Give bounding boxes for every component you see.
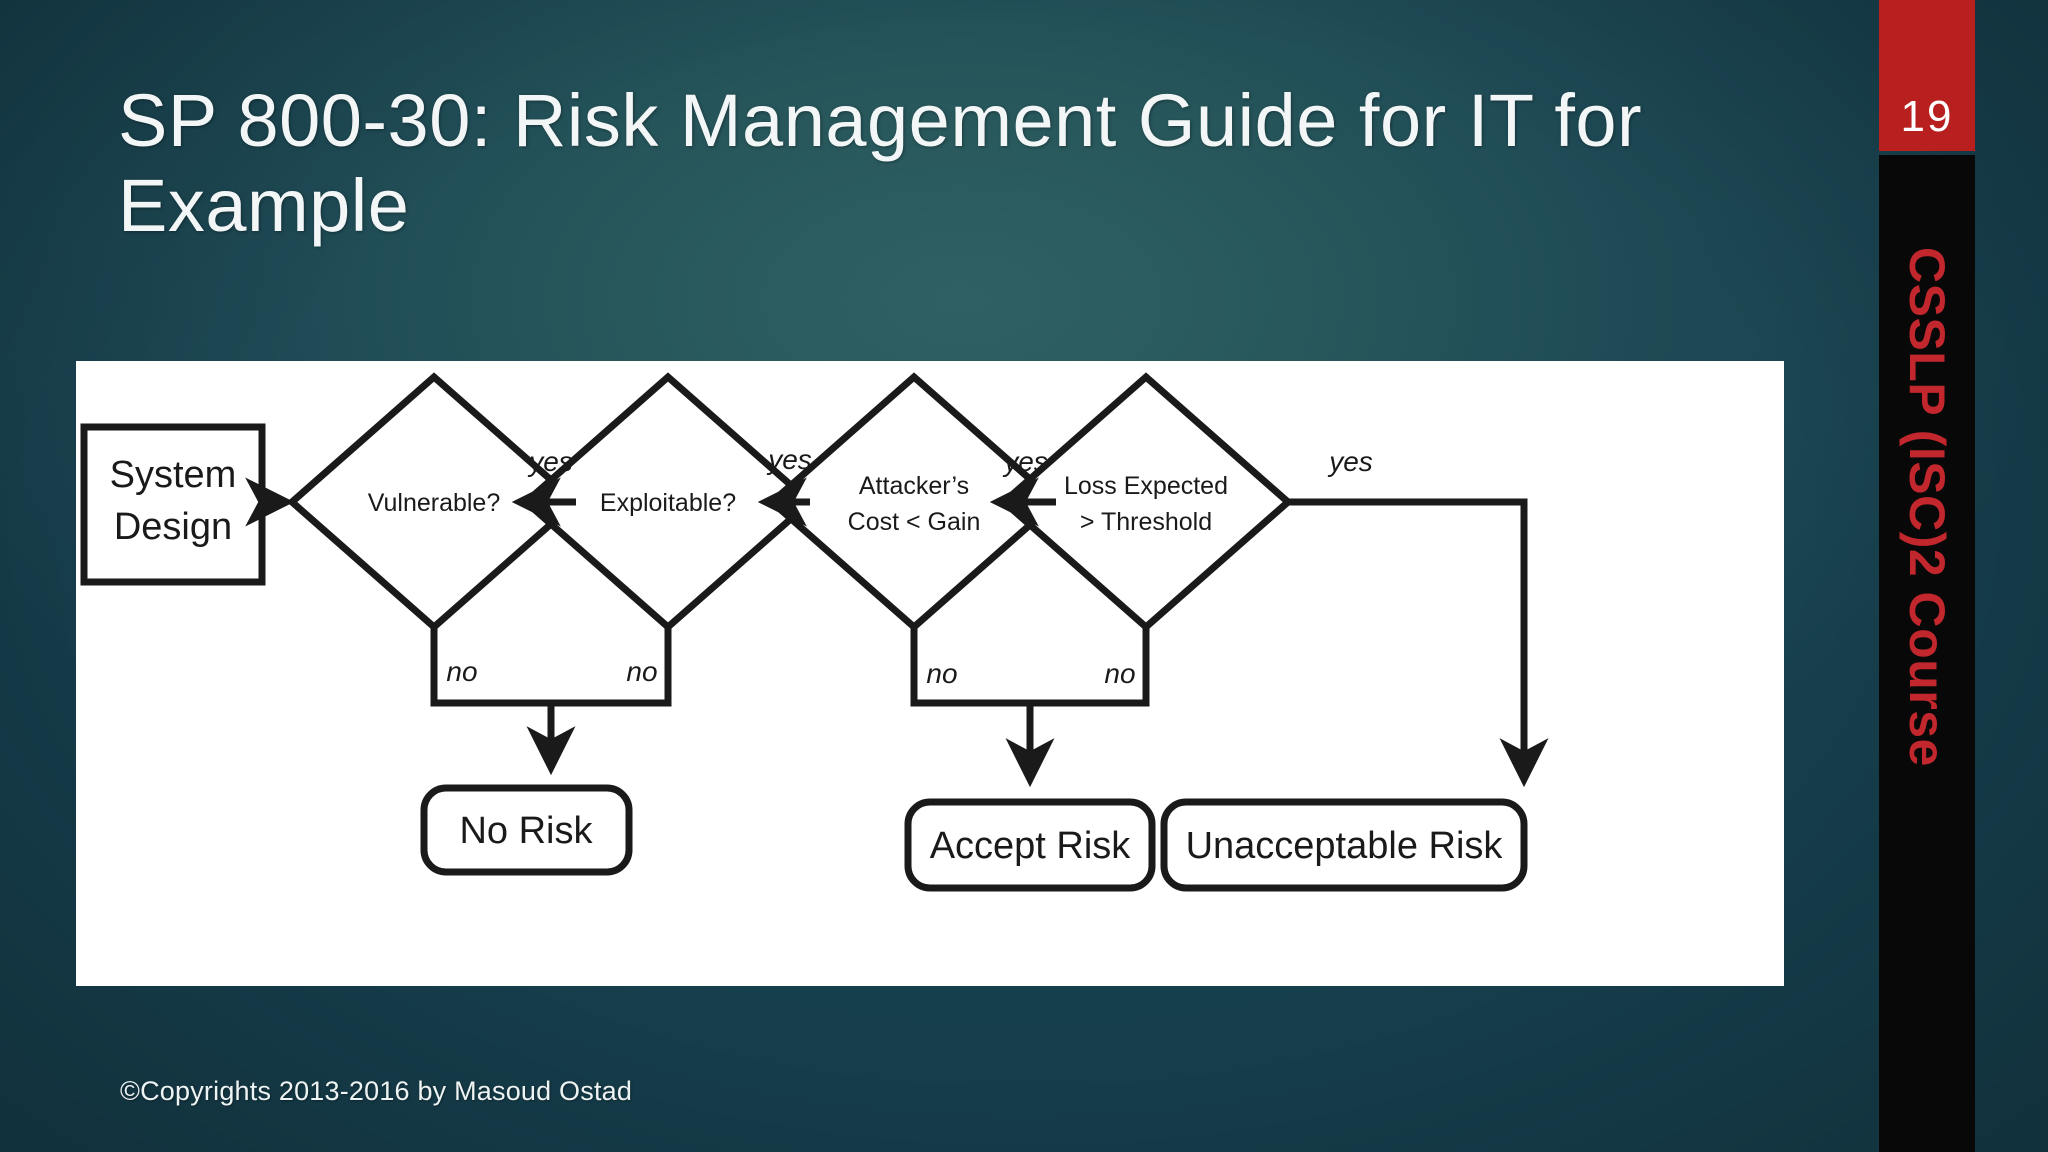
- outcome-box-unacceptable-risk: [1160, 798, 1528, 892]
- course-sidebar: CSSLP (ISC)2 Course: [1879, 155, 1975, 1152]
- edge-label-yes-vulnerable: yes: [527, 446, 573, 477]
- decision-label-loss-expected-line1: Loss Expected: [1064, 472, 1228, 500]
- yes-path-to-unacceptable: [1288, 498, 1549, 788]
- edge-label-no-exploitable: no: [626, 656, 657, 687]
- start-box-label-line1: System: [110, 454, 237, 496]
- outcome-label-no-risk: No Risk: [459, 810, 593, 852]
- start-box: [80, 423, 266, 586]
- outcome-box-accept-risk: [904, 798, 1156, 892]
- start-box-label-line2: Design: [114, 506, 232, 548]
- page-title: SP 800-30: Risk Management Guide for IT …: [118, 79, 1643, 248]
- diagram-panel: System Design Vulnerable? Exploitable? A…: [76, 361, 1784, 986]
- decision-label-exploitable: Exploitable?: [600, 489, 736, 517]
- edge-label-no-loss-expected: no: [1104, 658, 1135, 689]
- slide-number-text: 19: [1900, 92, 1954, 141]
- edge-label-yes-loss-expected: yes: [1327, 446, 1373, 477]
- edge-label-no-vulnerable: no: [446, 656, 477, 687]
- decision-label-attacker-cost-line1: Attacker’s: [859, 472, 969, 500]
- outcome-label-unacceptable-risk: Unacceptable Risk: [1186, 825, 1504, 867]
- risk-decision-flowchart: System Design Vulnerable? Exploitable? A…: [80, 372, 1549, 892]
- decision-label-loss-expected-line2: > Threshold: [1080, 508, 1212, 536]
- outcome-label-accept-risk: Accept Risk: [930, 825, 1132, 867]
- copyright-footer: ©Copyrights 2013-2016 by Masoud Ostad: [120, 1076, 633, 1106]
- outcome-box-no-risk: [420, 784, 633, 876]
- edge-label-yes-exploitable: yes: [766, 444, 812, 475]
- course-title-vertical: CSSLP (ISC)2 Course: [1899, 247, 1955, 767]
- edge-label-no-attacker-cost: no: [926, 658, 957, 689]
- decision-label-attacker-cost-line2: Cost < Gain: [848, 508, 981, 536]
- edge-label-yes-attacker-cost: yes: [1002, 446, 1048, 477]
- decision-label-vulnerable: Vulnerable?: [368, 489, 501, 517]
- slide-number-badge: 19: [1879, 0, 1975, 151]
